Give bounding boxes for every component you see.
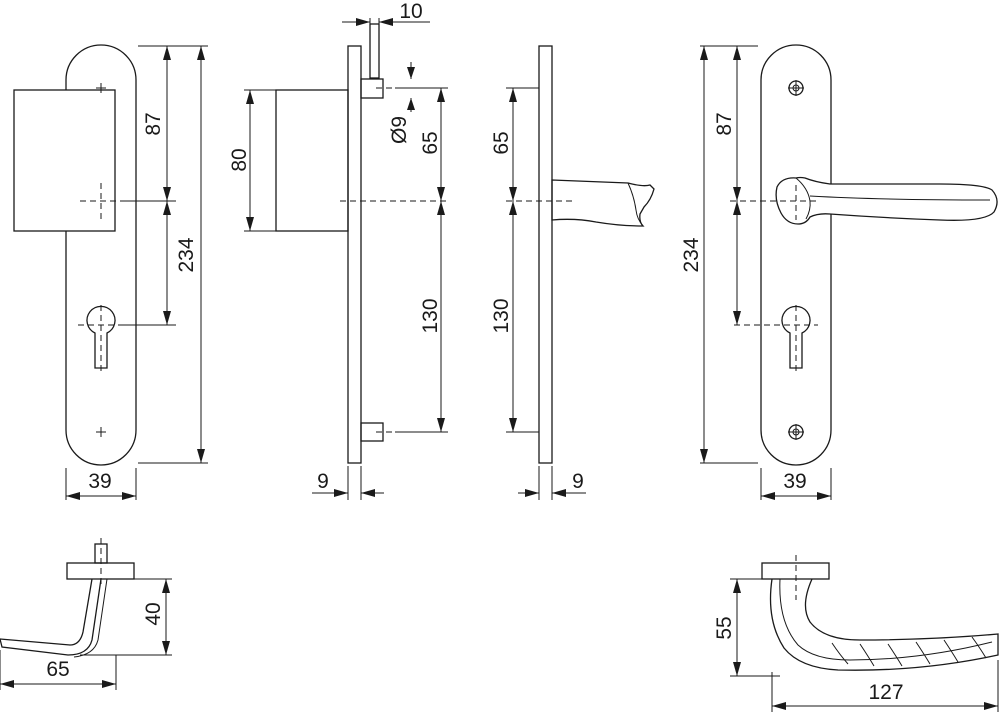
- dimension-10-line: [342, 18, 430, 26]
- dimension-9-line: [312, 489, 384, 497]
- dimension-39-line: [66, 492, 136, 500]
- dimension-9-label: 9: [317, 470, 329, 493]
- dimension-234-line: [700, 46, 708, 463]
- knob-body: [13, 89, 116, 232]
- knob-center-mark: [80, 183, 122, 220]
- dimension-87-label: 87: [713, 112, 736, 135]
- dimension-40-line: [162, 579, 170, 655]
- dimension-55-label: 55: [713, 616, 736, 639]
- dimension-130-label: 130: [490, 298, 513, 333]
- dimension-87-label: 87: [142, 112, 165, 135]
- knob-side-body: [275, 89, 349, 232]
- screw-head-top: [788, 80, 804, 96]
- bolt-stud-bottom: [360, 422, 384, 442]
- view-knob-side: 10 80 Ø9 65 130: [228, 0, 448, 500]
- dimension-87-line: [163, 46, 171, 325]
- dimension-234-label: 234: [175, 237, 198, 272]
- cylinder-keyhole: [781, 305, 811, 369]
- dimension-40-label: 40: [142, 602, 165, 625]
- screw-head-bottom: [788, 424, 804, 440]
- small-lever-arm: [0, 578, 102, 656]
- dimension-127-line: [772, 702, 998, 710]
- bolt-stud-top: [360, 78, 384, 99]
- lever-handle: [775, 176, 998, 225]
- dimension-dia9-label: Ø9: [388, 116, 411, 144]
- dimension-dia9-line: [407, 62, 415, 112]
- view-small-lever-top: 40 65: [0, 538, 172, 690]
- dimension-65-label: 65: [419, 131, 442, 154]
- side-plate: [347, 45, 362, 464]
- dimension-80-line: [246, 90, 254, 231]
- view-curved-lever-top: 55 127: [713, 555, 999, 712]
- grip-ridges: [831, 636, 987, 667]
- cylinder-keyhole: [86, 305, 116, 369]
- dimension-9-line: [518, 489, 586, 497]
- dimension-130-label: 130: [419, 298, 442, 333]
- dimension-10-label: 10: [399, 0, 422, 23]
- screw-mark-bottom: [96, 427, 106, 437]
- lever-side-inner-line: [627, 182, 644, 227]
- dimension-65-label: 65: [46, 658, 69, 681]
- view-knob-plate-front: 87 234 39: [13, 44, 208, 500]
- dimension-65-label: 65: [490, 131, 513, 154]
- dimension-9-label: 9: [572, 470, 584, 493]
- dimension-65-line: [437, 88, 445, 201]
- long-plate-outline: [65, 44, 137, 466]
- curved-lever-body: [769, 578, 999, 671]
- dimension-87-line: [733, 46, 741, 325]
- long-plate-outline: [760, 44, 832, 466]
- dimension-80-label: 80: [228, 148, 251, 171]
- spindle: [369, 23, 380, 79]
- keyhole-center-mark: [734, 305, 818, 372]
- dimension-39-label: 39: [88, 470, 111, 493]
- dimension-39-label: 39: [783, 470, 806, 493]
- view-lever-side: 65 130 9: [490, 45, 655, 500]
- keyhole-center-mark: [78, 305, 124, 372]
- dimension-127-label: 127: [868, 681, 903, 704]
- dimension-65-line: [509, 88, 517, 201]
- dimension-39-line: [761, 492, 831, 500]
- screw-mark-top: [96, 83, 106, 93]
- side-plate: [538, 45, 553, 464]
- dimension-234-label: 234: [680, 237, 703, 272]
- dimension-234-line: [197, 46, 205, 463]
- dimension-130-line: [437, 201, 445, 432]
- lever-grip-line: [809, 195, 991, 201]
- dimension-130-line: [509, 201, 517, 432]
- dimension-55-line: [733, 579, 741, 676]
- view-lever-plate-front: 87 234 39: [680, 44, 998, 500]
- dimension-65-line: [0, 680, 116, 688]
- lever-side-handle: [551, 179, 655, 227]
